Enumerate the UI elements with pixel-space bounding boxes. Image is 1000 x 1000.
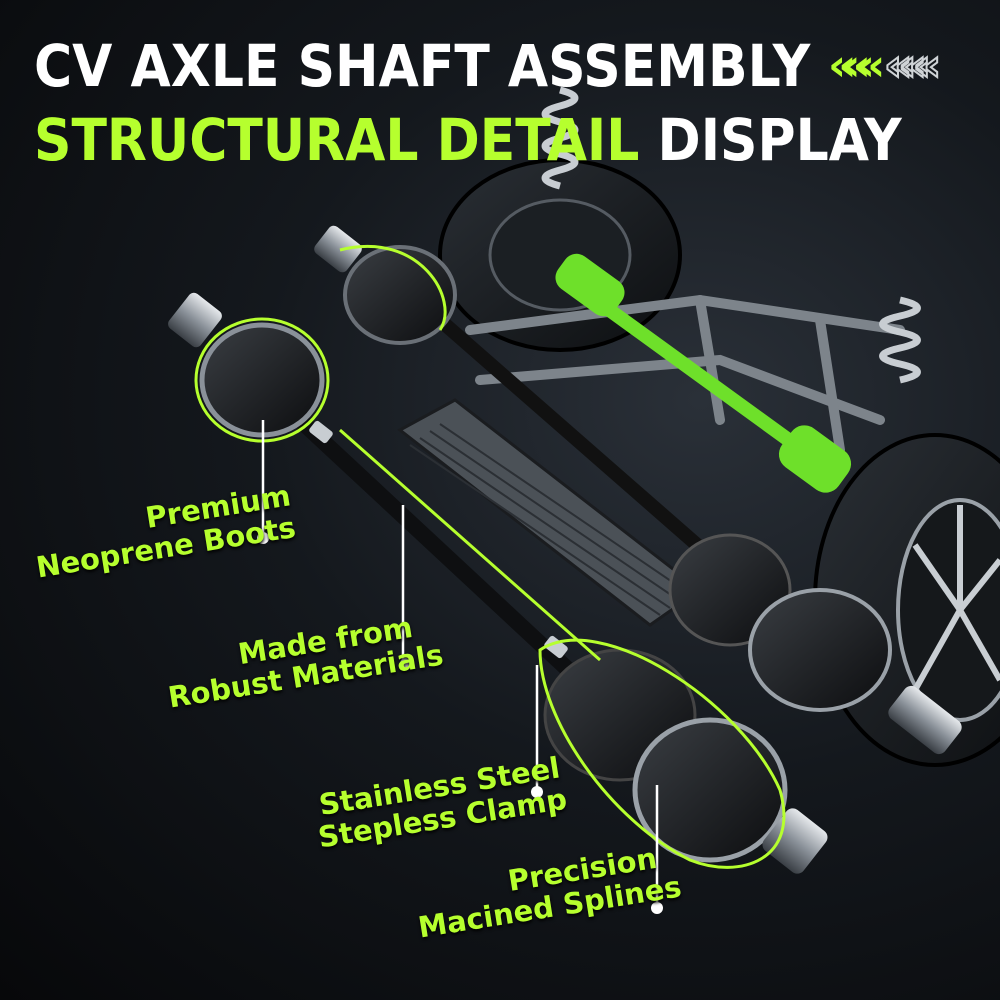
headline-line-2: STRUCTURAL DETAIL DISPLAY	[34, 112, 902, 170]
chevron-right-icon: «««	[883, 40, 942, 91]
callout-dots	[257, 532, 663, 914]
chassis-frame	[465, 294, 905, 455]
front-wheel	[813, 433, 1000, 767]
cv-axle-front	[168, 292, 828, 874]
coil-spring	[541, 86, 921, 384]
callout-lines	[261, 420, 659, 908]
highlighted-axle	[555, 253, 852, 493]
headline-highlight: STRUCTURAL DETAIL	[34, 107, 640, 175]
chevron-right-icon: «««	[828, 40, 885, 91]
headline-rest: DISPLAY	[639, 107, 902, 175]
headline-line-1: CV AXLE SHAFT ASSEMBLY	[34, 33, 811, 101]
